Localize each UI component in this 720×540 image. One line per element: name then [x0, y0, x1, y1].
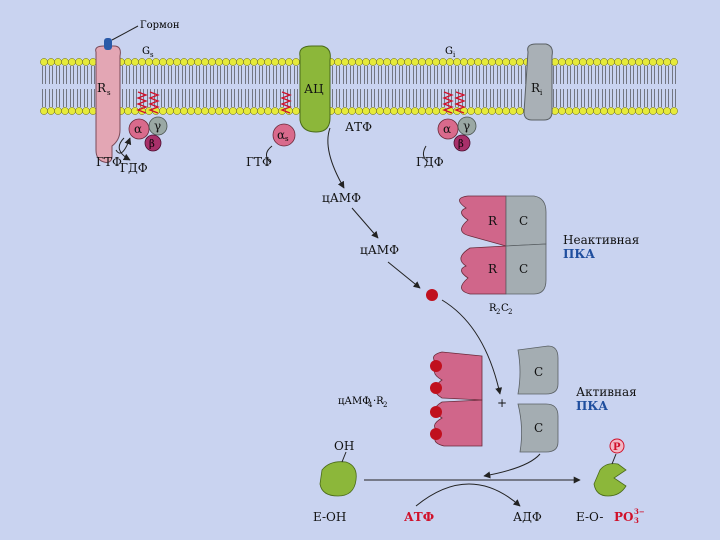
adp-label: АДФ — [513, 510, 542, 524]
ac-label: АЦ — [304, 82, 324, 96]
inactive-pka-label-2: ПКА — [563, 247, 595, 261]
substrate-enzyme — [319, 451, 357, 497]
active-pka-catalytic: C C — [517, 345, 559, 453]
ri-subscript: i — [540, 89, 543, 97]
gs-beta-label: β — [149, 139, 155, 150]
complex-label: цАМФ — [338, 396, 371, 407]
camp-molecule-icon — [426, 289, 438, 301]
product-prefix: E-O- — [576, 510, 603, 524]
camp-label-2: цАМФ — [360, 243, 399, 257]
complex-subscript: 4 — [368, 401, 373, 409]
plus-sign: + — [497, 396, 507, 410]
alpha-s-subscript: s — [285, 135, 289, 143]
gdp-label-1: ГДФ — [120, 161, 148, 175]
atp-label-membrane: АТФ — [345, 120, 372, 134]
gs-subscript: s — [150, 51, 154, 59]
active-pka-label-1: Активная — [576, 385, 637, 399]
product-sup: 3− — [634, 507, 645, 516]
pka-r-label-2: R — [488, 262, 498, 276]
hormone-icon: Гормон — [104, 20, 180, 50]
r2c2-sub1: 2 — [496, 308, 500, 316]
gdp-label-2: ГДФ — [416, 155, 444, 169]
pka-r-label-1: R — [488, 214, 498, 228]
regulatory-camp-complex — [430, 351, 483, 447]
gs-label: G — [142, 46, 150, 57]
complex-subscript-2: 2 — [383, 401, 387, 409]
gi-alpha-label: α — [443, 122, 451, 136]
gs-alpha-label: α — [134, 122, 142, 136]
r2c2-r: R — [489, 303, 497, 314]
gi-heterotrimer: α γ β — [437, 116, 477, 152]
alpha-s-subunit: α s — [272, 123, 296, 147]
active-c-label-2: C — [534, 421, 543, 435]
pka-c-label-2: C — [519, 262, 528, 276]
inactive-pka: R R C C — [459, 195, 547, 295]
pka-c-label-1: C — [519, 214, 528, 228]
phosphorylated-substrate — [593, 438, 627, 497]
gi-label: G — [445, 46, 453, 57]
hormone-label: Гормон — [140, 20, 180, 31]
oh-label: OH — [334, 439, 354, 453]
product-sub: 3 — [634, 516, 639, 525]
gs-lipid-anchor-icon — [136, 91, 160, 114]
gs-gamma-label: γ — [154, 119, 161, 133]
adenylate-cyclase: АЦ — [299, 45, 331, 133]
rs-subscript: s — [107, 89, 111, 97]
lipid-bilayer — [40, 58, 678, 115]
e-oh-label: E-OH — [313, 510, 346, 524]
ri-label: R — [531, 81, 541, 95]
gi-gamma-label: γ — [463, 119, 470, 133]
phosphate-p-label: P — [613, 442, 621, 453]
inactive-pka-label-1: Неактивная — [563, 233, 639, 247]
gs-heterotrimer: α γ β — [128, 116, 168, 152]
r2c2-c: C — [501, 303, 509, 314]
atp-label-reaction: АТФ — [404, 510, 434, 524]
gi-lipid-anchor-icon — [442, 91, 466, 114]
r2c2-sub2: 2 — [508, 308, 512, 316]
gi-beta-label: β — [458, 139, 464, 150]
receptor-ri: R i — [523, 43, 553, 121]
camp-label-1: цАМФ — [322, 191, 361, 205]
gi-subscript: i — [453, 51, 456, 59]
active-c-label-1: C — [534, 365, 543, 379]
alpha-s-anchor-icon — [280, 91, 292, 114]
product-po: PO — [614, 510, 633, 524]
alpha-s-label: α — [277, 128, 285, 142]
gtp-label-1: ГТФ — [96, 155, 122, 169]
rs-label: R — [97, 81, 107, 95]
complex-r: ·R — [373, 396, 384, 407]
active-pka-label-2: ПКА — [576, 399, 608, 413]
gtp-label-2: ГТФ — [246, 155, 272, 169]
receptor-rs: R s — [95, 45, 121, 163]
